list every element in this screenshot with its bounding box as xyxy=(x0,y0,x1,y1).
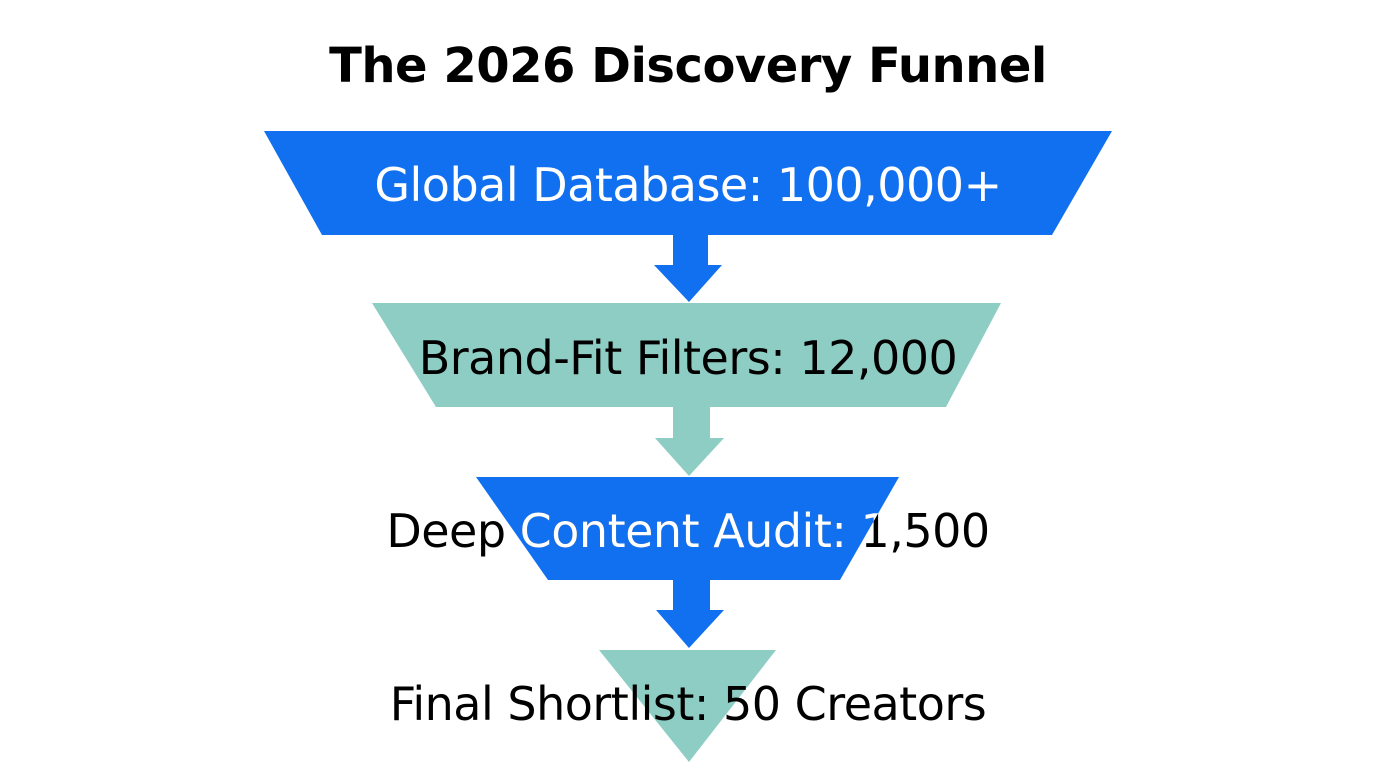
funnel-stage-1-shape xyxy=(264,131,1112,235)
funnel-stage-4-shape xyxy=(599,650,776,762)
down-arrow-icon xyxy=(655,407,724,476)
diagram-title: The 2026 Discovery Funnel xyxy=(329,38,1047,94)
stage-2-label: Brand-Fit Filters: 12,000 xyxy=(418,331,958,385)
down-arrow-icon xyxy=(656,580,724,648)
funnel-stage-3-shape xyxy=(476,477,899,580)
funnel-stage-2-shape xyxy=(372,303,1001,407)
stage-3-label-overlay: Deep Content Audit: 1,500 xyxy=(386,504,990,558)
stage-3-label: Deep Content Audit: 1,500 xyxy=(386,504,990,558)
down-arrow-icon xyxy=(654,235,722,302)
stage-1-label: Global Database: 100,000+ xyxy=(374,158,1002,212)
stage-4-label: Final Shortlist: 50 Creators xyxy=(389,677,987,731)
